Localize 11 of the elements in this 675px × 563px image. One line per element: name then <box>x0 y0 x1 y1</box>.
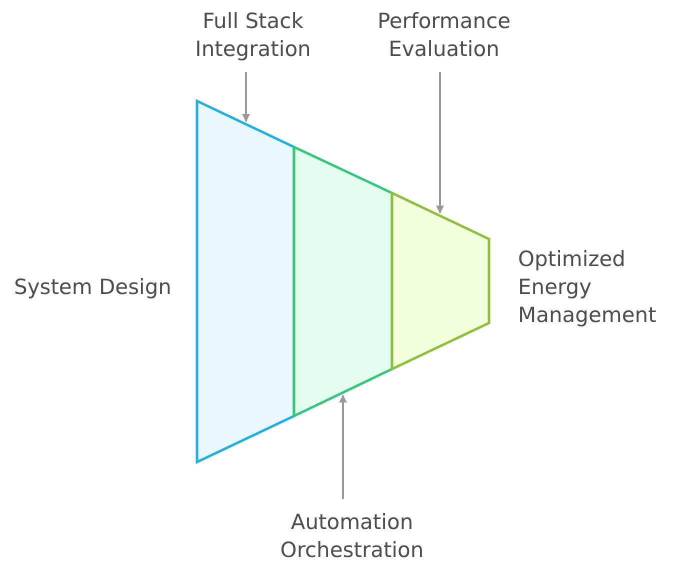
funnel-segment <box>197 101 294 462</box>
funnel-segment <box>392 193 489 369</box>
callout-text: Automation Orchestration <box>267 508 437 563</box>
callout-text: Full Stack Integration <box>183 7 323 63</box>
arrow <box>339 394 347 499</box>
stage-label: Optimized Energy Management <box>518 246 658 329</box>
stage-label: System Design <box>14 274 172 301</box>
arrow <box>242 72 250 122</box>
callout-text: Performance Evaluation <box>364 7 524 63</box>
arrow <box>436 72 444 214</box>
funnel-segment <box>294 147 392 416</box>
